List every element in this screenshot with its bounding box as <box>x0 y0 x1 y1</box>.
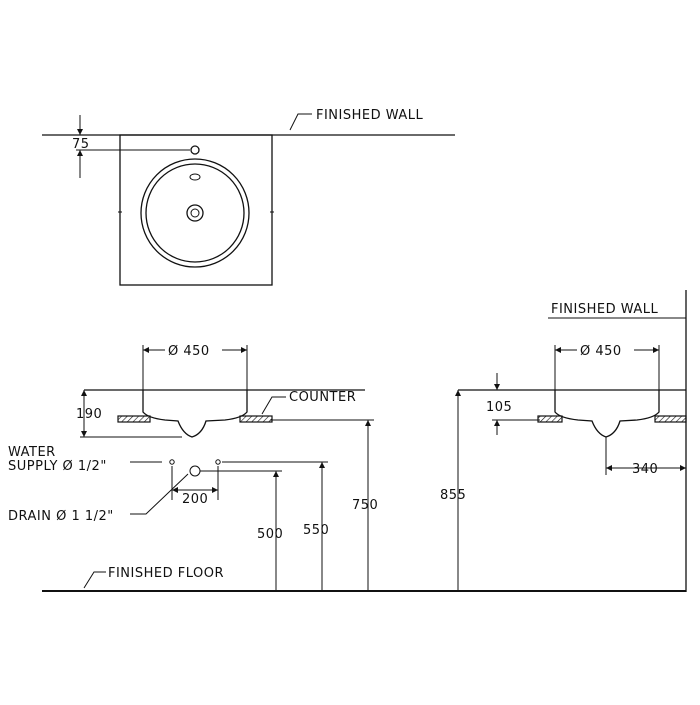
dim-550-arrow-top <box>319 462 325 468</box>
dim-340-label: 340 <box>632 462 658 477</box>
counter-section-right <box>239 415 273 423</box>
dim-550-label: 550 <box>303 523 329 538</box>
drain-hole-outer <box>186 204 204 222</box>
dim-75-label: 75 <box>72 137 90 152</box>
dim-side-dia-arrow-right <box>653 347 659 353</box>
dim-340-arrow-right <box>680 465 686 471</box>
dim-200-arrow-right <box>212 487 218 493</box>
dim-190-arrow-top <box>81 390 87 396</box>
dim-75-arrow-top <box>77 129 83 135</box>
counter-section-left <box>117 415 151 423</box>
finished-wall-label-right: FINISHED WALL <box>551 302 659 317</box>
finished-wall-leader-top <box>289 113 312 131</box>
water-supply-right <box>215 459 221 465</box>
counter-side-right <box>654 415 687 423</box>
dim-200-label: 200 <box>182 492 208 507</box>
dim-side-dia-arrow-left <box>555 347 561 353</box>
dim-855-arrow-top <box>455 390 461 396</box>
plan-view: FINISHED WALL 75 <box>42 108 455 286</box>
basin-side-body <box>554 390 660 438</box>
dim-front-dia-arrow-left <box>143 347 149 353</box>
dim-750-label: 750 <box>352 498 378 513</box>
water-supply-left <box>169 459 175 465</box>
drain-outlet <box>189 465 201 477</box>
floor: FINISHED FLOOR <box>42 566 686 592</box>
finished-floor-leader <box>83 571 106 589</box>
basin-inner-rim <box>145 163 245 263</box>
drain-leader <box>130 473 189 515</box>
basin-outer-rim <box>140 158 250 268</box>
dim-750-arrow-top <box>365 420 371 426</box>
basin-front-body <box>142 390 248 438</box>
dim-side-dia-label: Ø 450 <box>580 344 622 359</box>
dim-105-arrow-bottom <box>494 420 500 426</box>
overflow-hole <box>189 173 201 181</box>
counter-leader <box>261 396 286 415</box>
tap-hole <box>190 145 200 155</box>
dim-190-label: 190 <box>76 407 102 422</box>
drain-hole-inner <box>190 208 200 218</box>
counter-label: COUNTER <box>289 390 356 405</box>
water-supply-label-line1: WATER <box>8 445 56 460</box>
dim-500-arrow-top <box>273 471 279 477</box>
dim-340-arrow-left <box>606 465 612 471</box>
counter-plan-outline <box>119 134 273 286</box>
dim-front-dia-label: Ø 450 <box>168 344 210 359</box>
dim-500-label: 500 <box>257 527 283 542</box>
dim-200-arrow-left <box>172 487 178 493</box>
dim-105-label: 105 <box>486 400 512 415</box>
finished-floor-label: FINISHED FLOOR <box>108 566 224 581</box>
dim-190-arrow-bottom <box>81 431 87 437</box>
dim-front-dia-arrow-right <box>241 347 247 353</box>
water-supply-label-line2: SUPPLY Ø 1/2" <box>8 459 107 474</box>
dim-105-arrow-top <box>494 384 500 390</box>
dim-75-arrow-bottom <box>77 150 83 156</box>
side-elevation: FINISHED WALL Ø 450 105 340 855 <box>440 290 687 592</box>
finished-wall-label-top: FINISHED WALL <box>316 108 424 123</box>
front-elevation: Ø 450 COUNTER 190 WATER SUPPLY Ø 1/2" 20… <box>8 344 378 590</box>
dim-855-label: 855 <box>440 488 466 503</box>
drain-label: DRAIN Ø 1 1/2" <box>8 509 114 524</box>
counter-side-left <box>537 415 563 423</box>
